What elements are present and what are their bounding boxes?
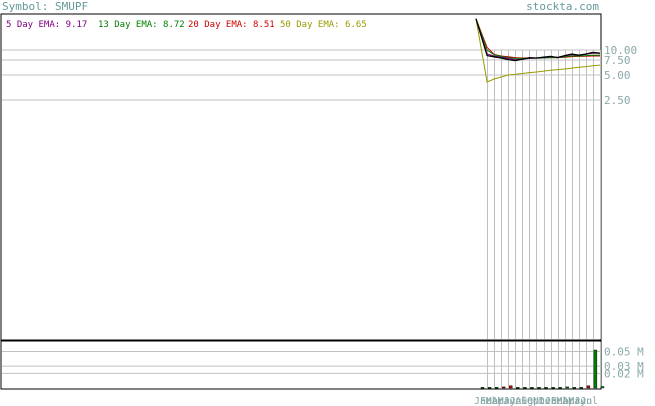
price-tick-label: 10.00 [604, 44, 637, 57]
x-tick-label: Jun [503, 396, 521, 406]
x-tick-label: Nov [533, 396, 551, 406]
price-gridlines [2, 49, 600, 101]
volume-bar [480, 387, 485, 389]
legend-ema50: 50 Day EMA: 6.65 [280, 20, 367, 30]
volume-bar [523, 387, 527, 389]
x-tick-label: Feb [480, 396, 498, 406]
volume-bar [544, 387, 548, 389]
price-tick-label: 5.00 [604, 69, 631, 82]
volume-tick-label: 0.05 M [604, 345, 644, 358]
x-tick-label: Feb [551, 396, 569, 406]
price-tick-label: 7.50 [604, 54, 631, 67]
volume-bar [509, 385, 513, 389]
volume-tick-label: 0.02 M [604, 367, 644, 380]
x-axis-labels: JanFebMarAprMayJunJulAugSepOctNovDecJanF… [474, 396, 598, 406]
price-series-lines [475, 18, 601, 83]
site-label: stockta.com [526, 0, 599, 13]
symbol-label: Symbol: SMUPF [2, 0, 88, 13]
x-tick-label: Mar [556, 396, 574, 406]
price-tick-label: 2.50 [604, 94, 631, 107]
price-axis-labels: 10.007.50 5.00 2.50 [604, 44, 637, 107]
volume-bar [600, 386, 605, 389]
volume-bar [572, 387, 576, 389]
volume-tick-label: 0.03 M [604, 360, 644, 373]
x-tick-label: Jan [474, 396, 492, 406]
volume-bar [565, 386, 569, 389]
volume-bars [480, 349, 605, 389]
x-tick-label: Jan [545, 396, 563, 406]
legend-ema5: 5 Day EMA: 9.17 [6, 20, 87, 30]
x-tick-label: Oct [527, 396, 545, 406]
x-tick-label: Dec [539, 396, 557, 406]
volume-axis-labels: 0.05 M 0.03 M0.02 M [604, 345, 644, 380]
x-tick-label: May [498, 396, 516, 406]
price-line [475, 18, 601, 62]
volume-gridlines [2, 350, 600, 374]
legend-ema13: 13 Day EMA: 8.72 [98, 20, 185, 30]
x-tick-label: Sep [521, 396, 539, 406]
volume-bar [502, 386, 506, 389]
volume-bar [537, 387, 541, 389]
volume-bar [551, 387, 555, 389]
volume-bar [586, 385, 591, 389]
x-tick-label: Apr [562, 396, 580, 406]
x-tick-label: Jul [509, 396, 527, 406]
volume-bar [487, 387, 492, 389]
x-tick-label: Jul [580, 396, 598, 406]
volume-bar [593, 349, 598, 389]
volume-bar [494, 387, 499, 389]
ema50-line [475, 18, 601, 83]
x-tick-label: Apr [492, 396, 510, 406]
volume-bar [516, 387, 520, 389]
vertical-gridlines [487, 50, 601, 388]
volume-bar [558, 387, 562, 389]
volume-bar [530, 387, 534, 389]
x-tick-label: Jun [574, 396, 592, 406]
x-tick-label: Aug [515, 396, 533, 406]
legend-ema20: 20 Day EMA: 8.51 [188, 20, 275, 30]
x-tick-label: May [568, 396, 586, 406]
volume-bar [579, 387, 583, 389]
x-tick-label: Mar [486, 396, 504, 406]
